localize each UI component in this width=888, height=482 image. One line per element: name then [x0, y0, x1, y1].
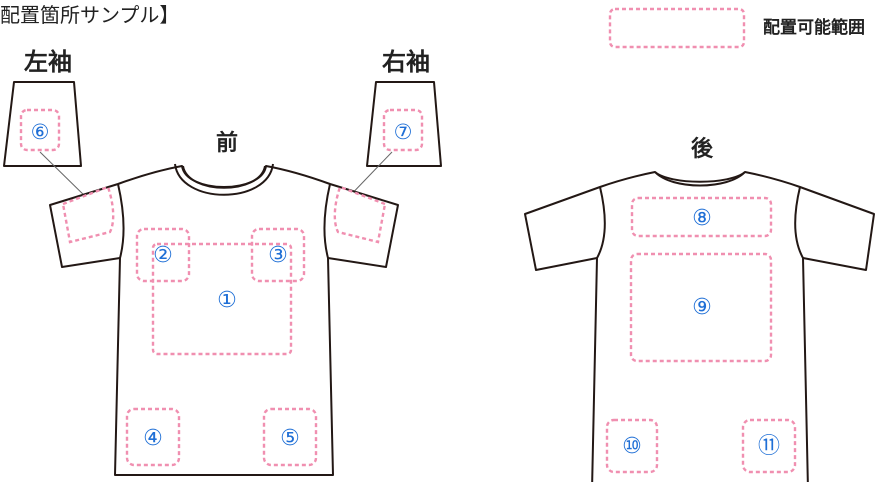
- front-left-sleeve-area: [61, 185, 115, 244]
- area-1-box: [151, 242, 293, 356]
- left-sleeve-detail: ⑥: [3, 81, 93, 204]
- back-left-armhole: [596, 186, 606, 259]
- area-9-number: ⑨: [692, 295, 712, 320]
- area-8-box: [630, 196, 773, 238]
- left-sleeve-label: 左袖: [24, 48, 72, 76]
- area-8-number: ⑧: [692, 206, 712, 231]
- page-title: 配置箇所サンプル】: [0, 3, 179, 27]
- area-2-number: ②: [153, 243, 173, 268]
- area-5-box: [262, 407, 318, 467]
- right-sleeve-label: 右袖: [382, 48, 430, 76]
- legend-label: 配置可能範囲: [763, 17, 865, 38]
- area-5-number: ⑤: [280, 426, 300, 451]
- front-right-armhole: [323, 183, 331, 259]
- front-left-armhole: [117, 183, 125, 259]
- right-sleeve-detail: ⑦: [342, 81, 442, 204]
- back-collar: [654, 171, 746, 187]
- area-3-number: ③: [268, 243, 288, 268]
- area-4-box: [125, 407, 181, 467]
- back-shirt-outline: [524, 171, 875, 482]
- area-1-number: ①: [217, 288, 237, 313]
- area-6-number: ⑥: [31, 120, 50, 144]
- legend-swatch: [608, 7, 746, 49]
- area-10-box: [605, 418, 659, 474]
- front-tshirt: ① ② ③ ④ ⑤: [49, 163, 399, 476]
- front-shirt-outline: [49, 165, 399, 476]
- back-right-armhole: [794, 186, 804, 259]
- back-view-label: 後: [691, 136, 714, 162]
- area-11-number: ⑪: [758, 434, 780, 459]
- front-collar-inner: [182, 165, 266, 189]
- area-10-number: ⑩: [622, 434, 642, 459]
- front-right-sleeve-area: [333, 185, 387, 244]
- area-7-box: [382, 108, 424, 152]
- area-6-box: [19, 108, 61, 152]
- left-sleeve-outline: [3, 81, 82, 167]
- front-neckline: [174, 163, 274, 196]
- area-7-number: ⑦: [394, 120, 413, 144]
- area-4-number: ④: [143, 426, 163, 451]
- front-view-label: 前: [216, 130, 238, 156]
- area-9-box: [629, 252, 773, 363]
- back-tshirt: ⑧ ⑨ ⑩ ⑪: [524, 171, 875, 482]
